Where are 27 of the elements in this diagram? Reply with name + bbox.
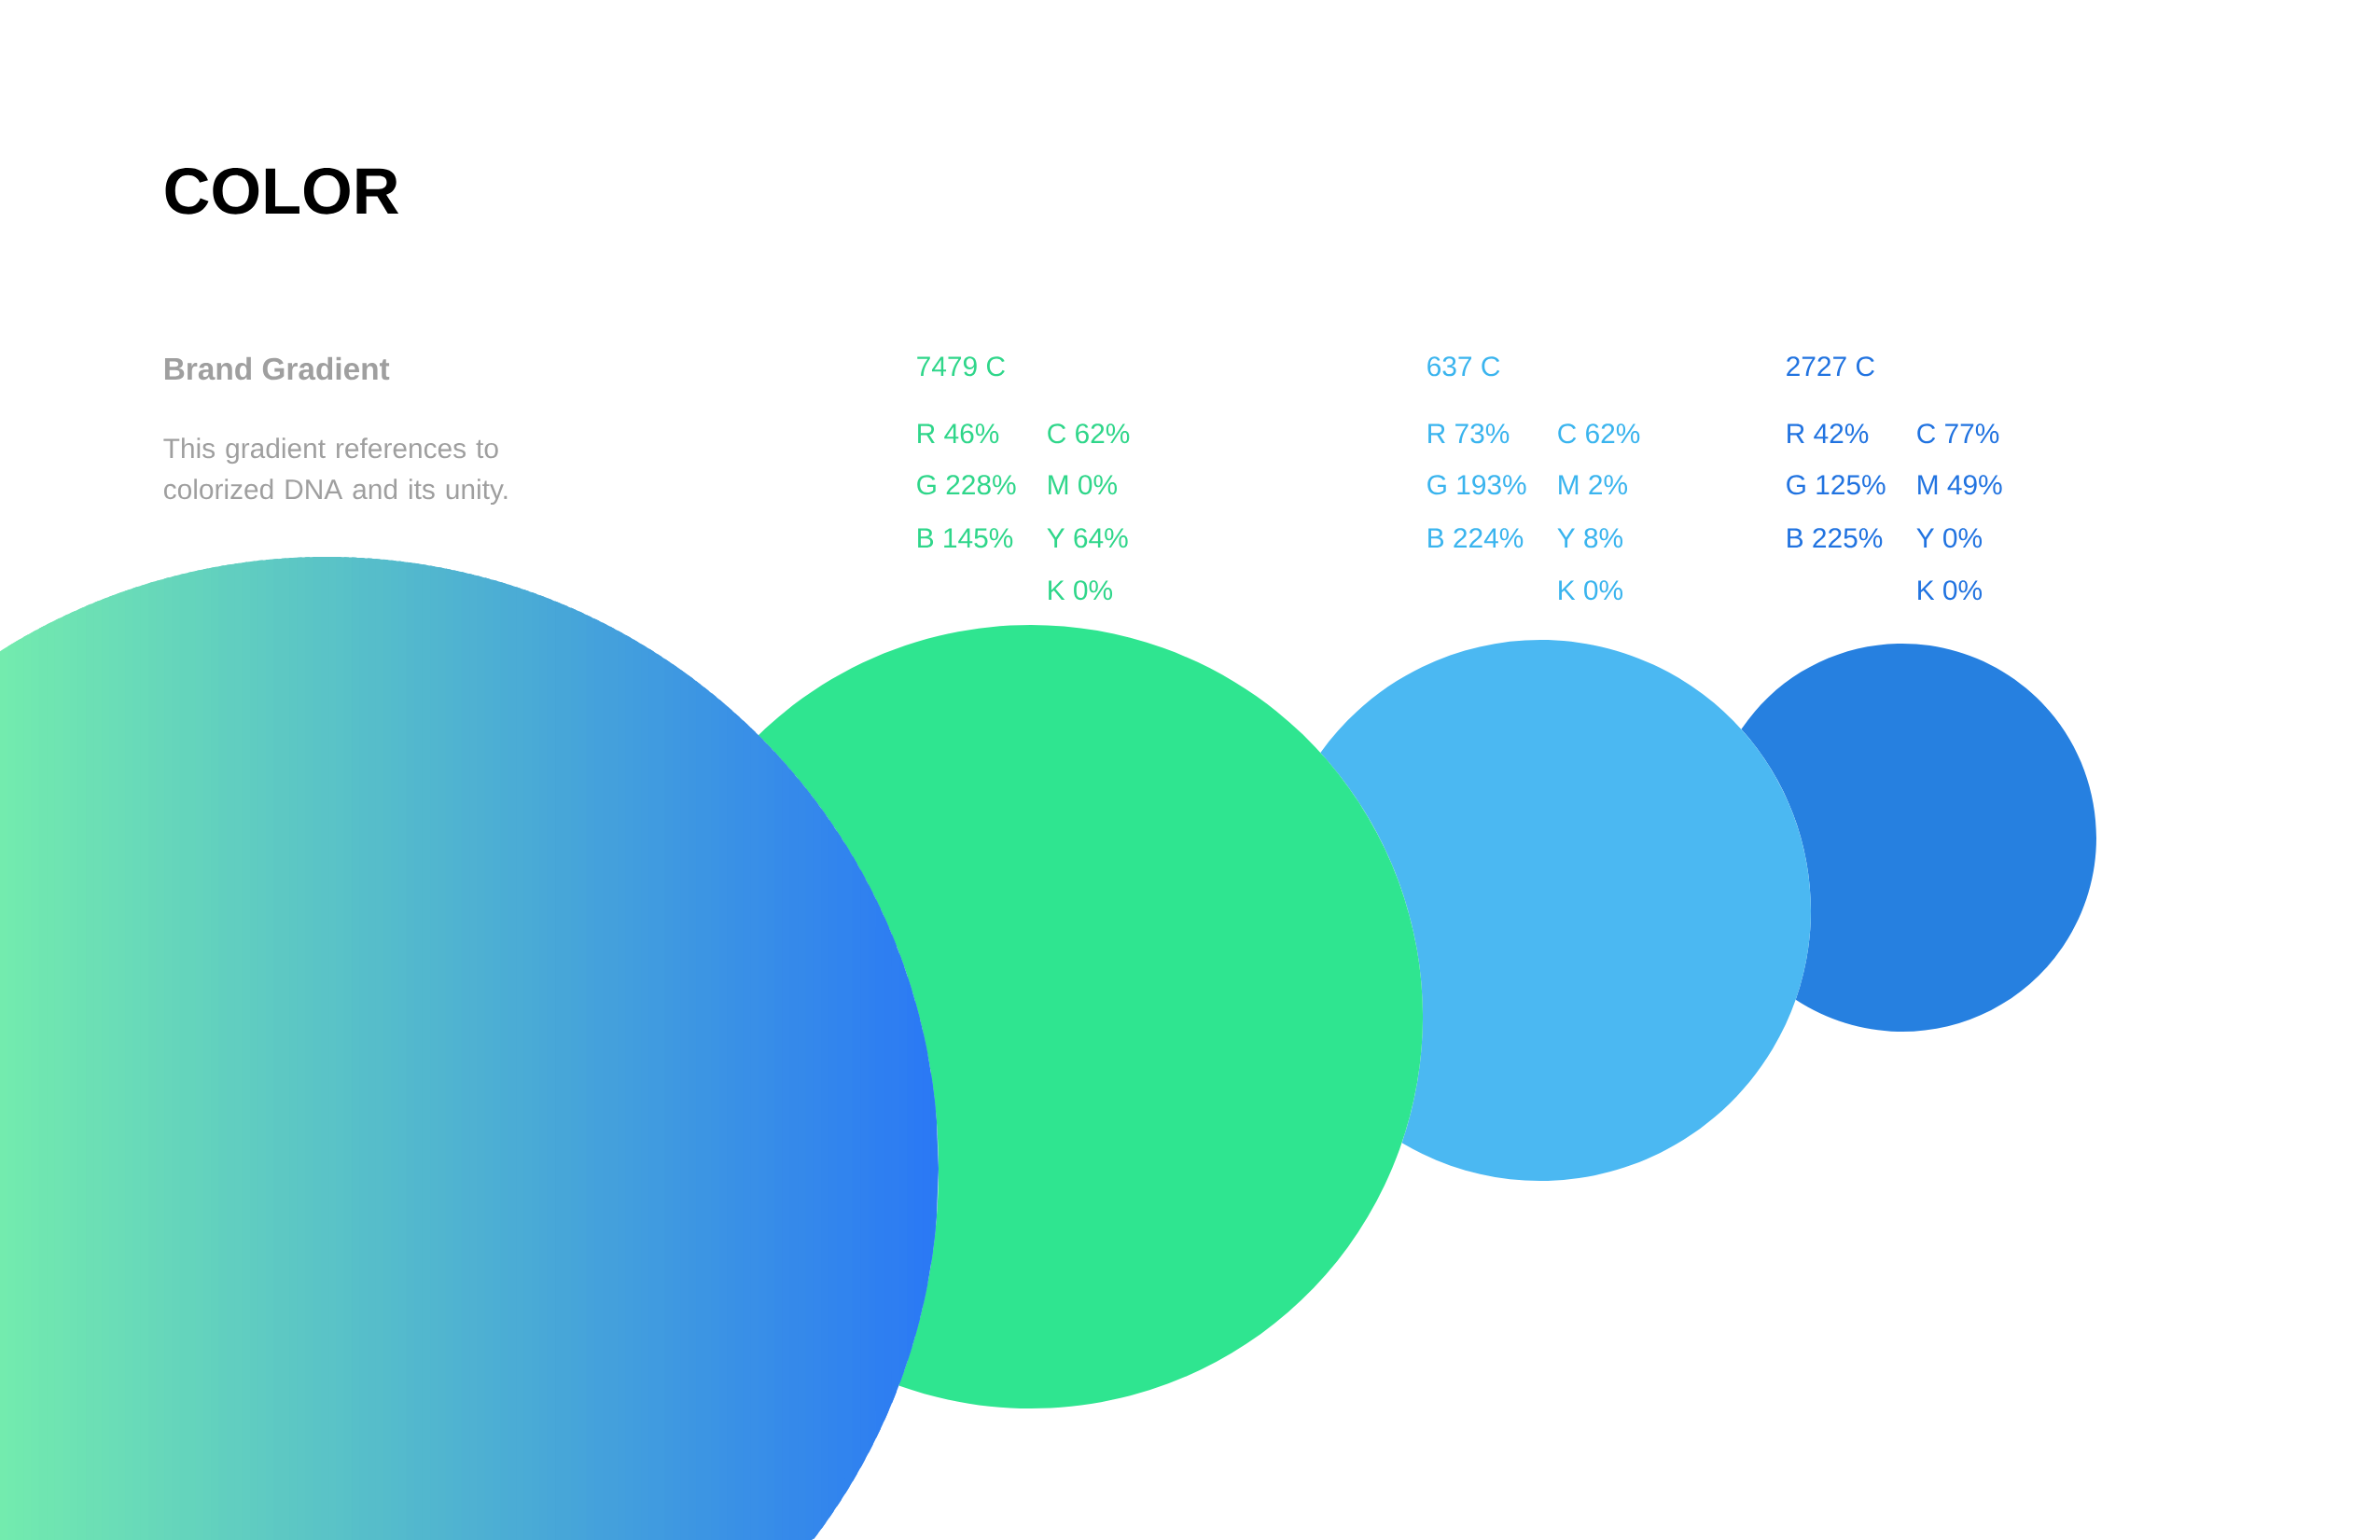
color-value: B 145% — [918, 528, 1013, 548]
color-value: C 62% — [1558, 423, 1640, 444]
color-code: 637 C — [1427, 356, 1500, 377]
color-value: Y 8% — [1557, 528, 1623, 548]
section-heading: Brand Gradient — [164, 356, 390, 381]
color-value: M 0% — [1049, 475, 1117, 495]
color-code: 2727 C — [1787, 356, 1874, 377]
color-value: R 46% — [918, 423, 999, 444]
color-value: M 2% — [1559, 475, 1627, 495]
color-value: Y 0% — [1916, 528, 1983, 548]
color-value: B 224% — [1428, 528, 1524, 548]
color-value: G 125% — [1787, 475, 1886, 495]
circle-swatch — [758, 625, 1423, 1408]
page-title: COLOR — [165, 167, 399, 215]
color-value: B 225% — [1788, 528, 1883, 548]
color-value: C 77% — [1917, 423, 1999, 444]
circle-swatch — [1741, 644, 2096, 1032]
color-value: M 49% — [1918, 475, 2002, 495]
color-code: 7479 C — [917, 356, 1005, 377]
color-value: G 228% — [917, 475, 1016, 495]
circle-swatch — [1320, 640, 1811, 1182]
gradient-circle — [0, 557, 939, 1540]
color-value: R 73% — [1428, 423, 1510, 444]
color-value: R 42% — [1788, 423, 1869, 444]
color-value: G 193% — [1427, 475, 1526, 495]
color-value: C 62% — [1048, 423, 1130, 444]
color-value: Y 64% — [1047, 528, 1128, 548]
